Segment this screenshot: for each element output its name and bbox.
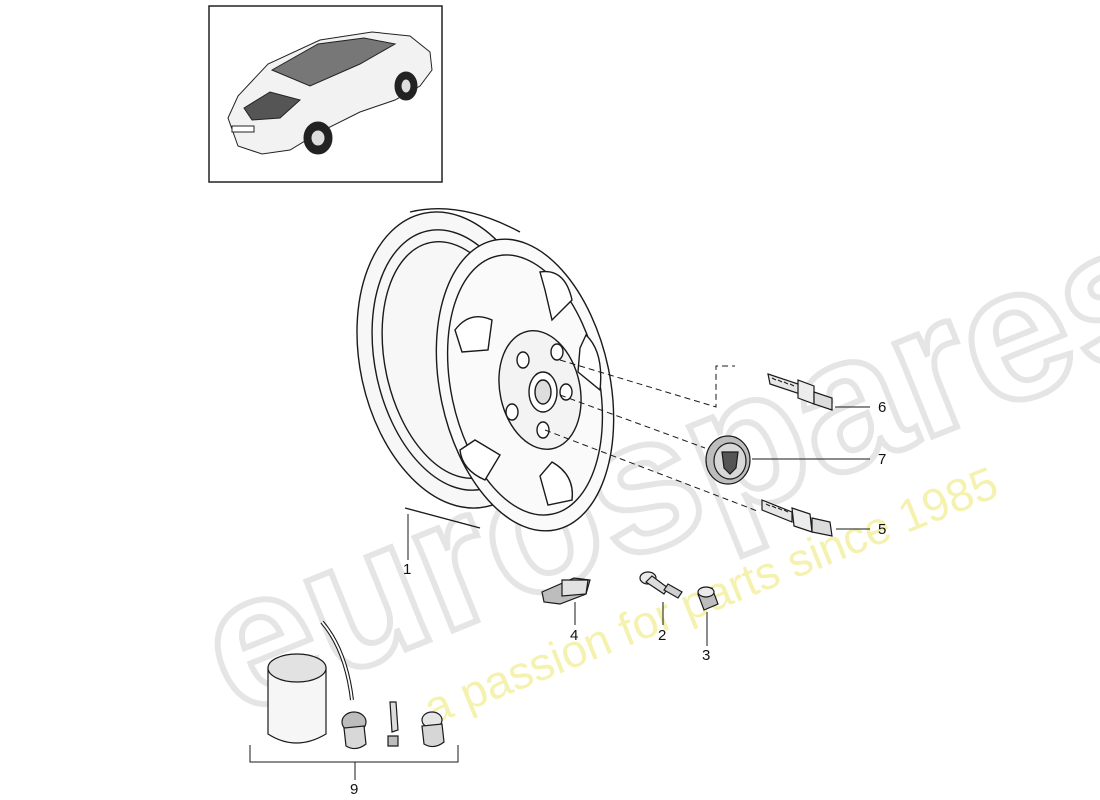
wheel-bolt-6 [767, 373, 833, 411]
tire-valve-2 [639, 571, 683, 599]
callout-4: 4 [570, 627, 579, 644]
car-thumbnail [208, 5, 443, 183]
wheel-bolt-5 [761, 499, 833, 537]
leader-lines [249, 406, 870, 780]
assembly-lines [544, 359, 761, 513]
sealant-kit-9 [267, 620, 445, 750]
callout-6: 6 [878, 399, 887, 416]
callout-9: 9 [350, 781, 359, 798]
car-illustration [227, 31, 433, 155]
balance-weight-4 [541, 577, 591, 605]
center-cap-7 [705, 435, 751, 485]
callout-3: 3 [702, 647, 711, 664]
valve-cap-3 [697, 586, 719, 611]
callout-1: 1 [403, 561, 412, 578]
callout-5: 5 [878, 521, 887, 538]
callout-2: 2 [658, 627, 667, 644]
callout-7: 7 [878, 451, 887, 468]
